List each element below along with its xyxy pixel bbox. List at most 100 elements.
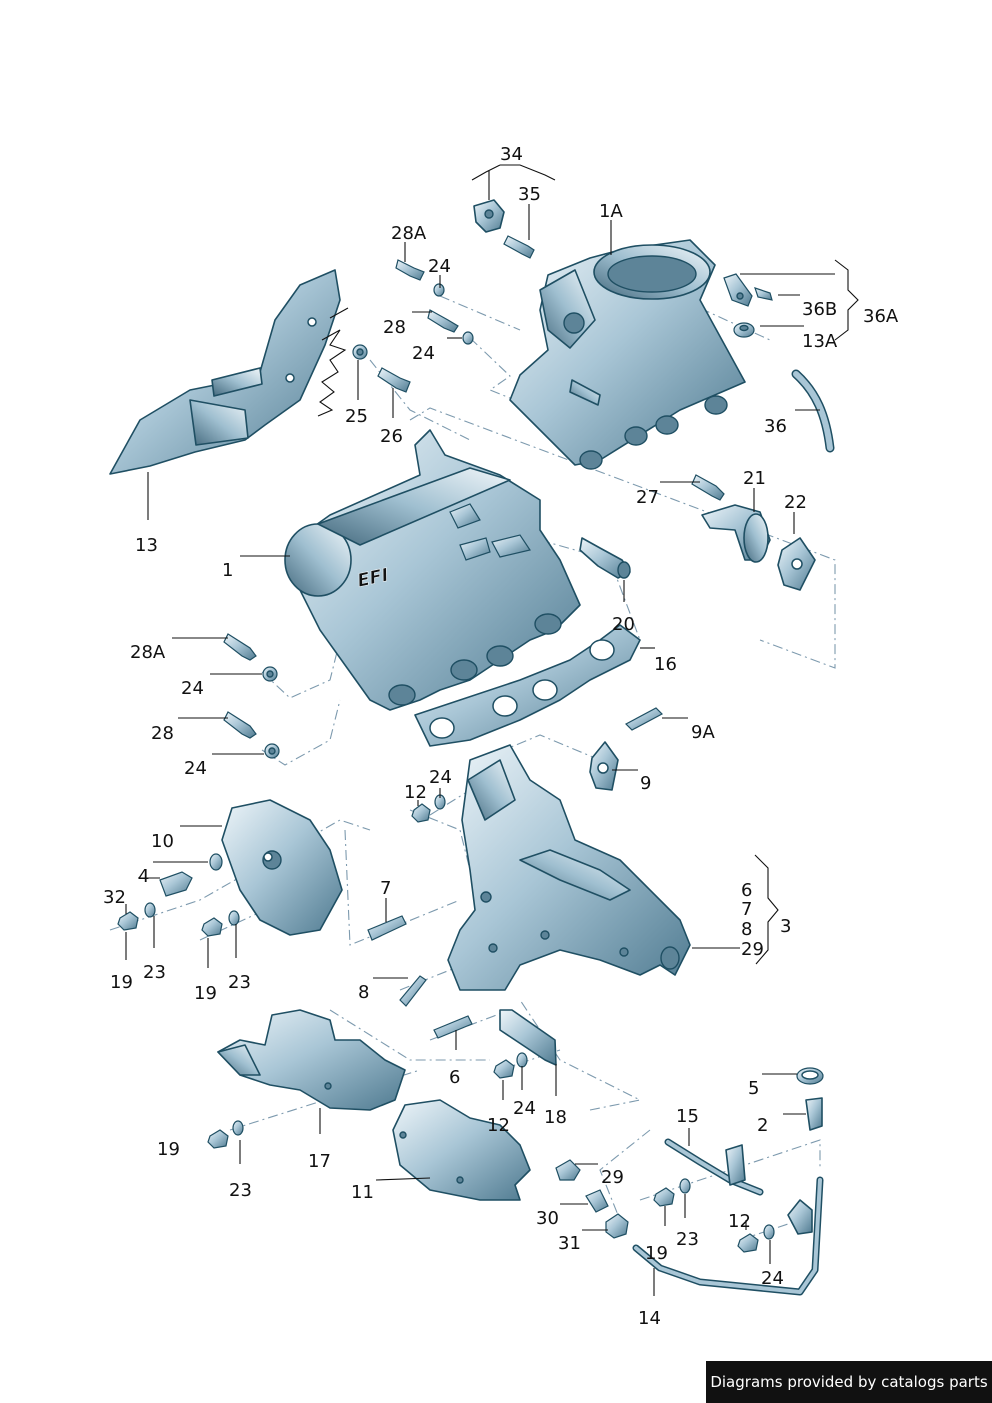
callout-21: 21 (743, 468, 766, 489)
callout-23-c: 23 (229, 1180, 252, 1201)
heat-shield-10 (221, 799, 343, 936)
heat-shield-upper (109, 269, 341, 475)
callout-32: 32 (103, 887, 126, 908)
callout-9A: 9A (691, 722, 715, 743)
heat-shield-17 (217, 1009, 406, 1111)
bracket-18 (499, 1009, 557, 1066)
callout-29-group: 29 (741, 939, 764, 960)
callout-24-e: 24 (429, 767, 452, 788)
gasket-16 (414, 624, 641, 747)
nut-12-washer-24-lower (493, 1052, 528, 1079)
gasket-22 (777, 537, 816, 591)
callout-29: 29 (601, 1167, 624, 1188)
callout-24-f: 24 (513, 1098, 536, 1119)
callout-5: 5 (748, 1078, 759, 1099)
union-2 (805, 1097, 823, 1131)
clip-bracket-25-26 (317, 307, 411, 417)
callout-14: 14 (638, 1308, 661, 1329)
credit-banner: Diagrams provided by catalogs parts (706, 1361, 992, 1403)
grommet-13A (733, 322, 755, 338)
stud-9A (625, 707, 663, 731)
throttle-manifold-1A (509, 239, 746, 470)
clamp-5 (796, 1067, 824, 1085)
callout-28A-mid: 28A (130, 642, 166, 663)
callout-1A: 1A (599, 201, 623, 222)
callout-27: 27 (636, 487, 659, 508)
callout-6: 6 (449, 1067, 460, 1088)
callout-8-group: 8 (741, 919, 752, 940)
callout-17: 17 (308, 1151, 331, 1172)
callout-19-b: 19 (194, 983, 217, 1004)
callout-24-a: 24 (428, 256, 451, 277)
nut-19-washer-23-lower (207, 1120, 244, 1149)
callout-12-c: 12 (728, 1211, 751, 1232)
callout-36: 36 (764, 416, 787, 437)
callout-24-c: 24 (181, 678, 204, 699)
fasteners-28A-28-24-mid (223, 633, 280, 759)
idle-valve-21 (701, 504, 771, 563)
nut-12-washer-24-upper (411, 794, 446, 823)
callout-23-a: 23 (143, 962, 166, 983)
callout-24-b: 24 (412, 343, 435, 364)
bolt-35 (503, 235, 535, 259)
intake-manifold-1: EFI (284, 429, 581, 711)
callout-24-d: 24 (184, 758, 207, 779)
callout-3: 3 (780, 916, 791, 937)
callout-15: 15 (676, 1106, 699, 1127)
callout-19-a: 19 (110, 972, 133, 993)
assembly-guide-lines (109, 295, 836, 1241)
bolt-4-nuts-washers (117, 853, 240, 937)
callout-labels: 34 35 1A 28A 24 28 24 25 26 13 36B 36A 1… (103, 144, 899, 1329)
hose-36 (791, 369, 835, 453)
bracket-34 (473, 199, 505, 233)
callout-18: 18 (544, 1107, 567, 1128)
heat-shield-11 (392, 1099, 531, 1201)
callout-22: 22 (784, 492, 807, 513)
fittings-29-30-31 (555, 1159, 629, 1239)
callout-24-g: 24 (761, 1268, 784, 1289)
callout-11: 11 (351, 1182, 374, 1203)
stud-8 (399, 975, 427, 1007)
callout-34: 34 (500, 144, 523, 165)
callout-6-group: 6 (741, 880, 752, 901)
stud-7 (367, 915, 407, 941)
callout-4: 4 (138, 866, 149, 887)
callout-23-d: 23 (676, 1229, 699, 1250)
callout-2: 2 (757, 1115, 768, 1136)
callout-28-top: 28 (383, 317, 406, 338)
callout-19-d: 19 (645, 1243, 668, 1264)
fasteners-28A-28-24-top (395, 259, 474, 345)
callout-20: 20 (612, 614, 635, 635)
gasket-9 (589, 741, 619, 791)
callout-30: 30 (536, 1208, 559, 1229)
callout-13: 13 (135, 535, 158, 556)
callout-10: 10 (151, 831, 174, 852)
callout-28-mid: 28 (151, 723, 174, 744)
callout-16: 16 (654, 654, 677, 675)
callout-12-b: 12 (487, 1115, 510, 1136)
callout-25: 25 (345, 406, 368, 427)
exhaust-manifold-3 (447, 744, 691, 991)
callout-12-a: 12 (404, 782, 427, 803)
callout-8: 8 (358, 982, 369, 1003)
callout-36B: 36B (802, 299, 837, 320)
pipe-15 (664, 1138, 764, 1196)
pipe-14 (632, 1176, 824, 1296)
callout-28A-top: 28A (391, 223, 427, 244)
callout-9: 9 (640, 773, 651, 794)
nuts-washers-lower-right (653, 1178, 775, 1253)
callout-13A: 13A (802, 331, 838, 352)
callout-36A: 36A (863, 306, 899, 327)
callout-1: 1 (222, 560, 233, 581)
callout-35: 35 (518, 184, 541, 205)
callout-26: 26 (380, 426, 403, 447)
stud-6 (433, 1015, 473, 1039)
callout-19-c: 19 (157, 1139, 180, 1160)
leader-lines (125, 164, 859, 1296)
callout-7-group: 7 (741, 899, 752, 920)
callout-7: 7 (380, 878, 391, 899)
bracket-36B (723, 273, 773, 307)
bolt-27 (691, 474, 725, 501)
sensor-20 (579, 537, 631, 579)
